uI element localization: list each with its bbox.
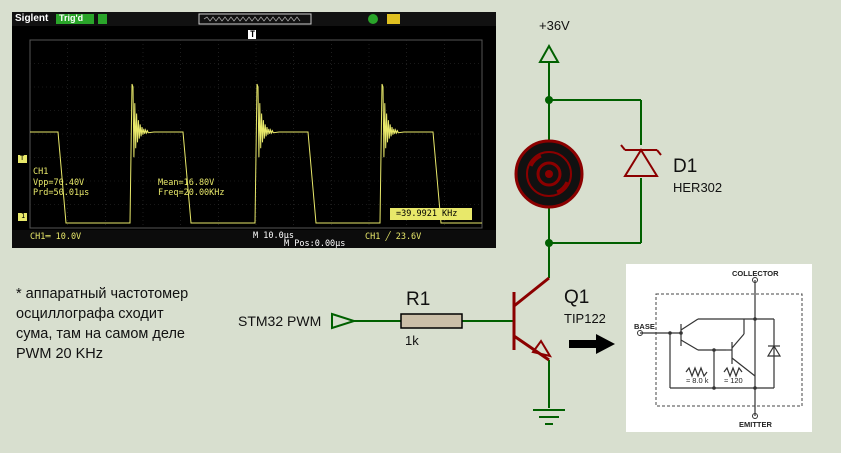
note-line: сума, там на самом деле	[16, 326, 185, 342]
resistor-icon	[400, 313, 463, 329]
ch1-waveform	[30, 83, 482, 224]
channel-marker-label: 1	[21, 212, 26, 220]
scope-brand: Siglent	[15, 13, 49, 24]
channel-scale: CH1═ 10.0V	[30, 232, 82, 242]
diode-reference: D1	[673, 156, 698, 177]
junction-dots	[545, 96, 553, 247]
arrow-right-icon	[569, 334, 615, 354]
trigger-position-marker	[248, 30, 256, 39]
diode-part-number: HER302	[673, 180, 723, 195]
note-line: PWM 20 KHz	[16, 346, 104, 362]
darlington-diagram	[637, 277, 803, 419]
emitter-label: EMITTER	[739, 420, 772, 429]
transistor-part-number: TIP122	[564, 311, 606, 326]
trigger-marker-label: T	[250, 30, 256, 40]
power-arrow-icon	[538, 43, 560, 63]
resistor-value: 1k	[405, 333, 419, 348]
frequency-counter-box	[390, 208, 472, 220]
junction-top	[545, 96, 553, 104]
memory-position-bar	[198, 13, 312, 25]
collector-label: COLLECTOR	[732, 269, 779, 278]
wires	[354, 62, 642, 408]
scope-grid	[30, 40, 482, 228]
level-marker-label: T	[20, 154, 25, 162]
measurement-mean: Mean=16.80V	[158, 178, 215, 188]
base-label: BASE	[634, 322, 655, 331]
oscilloscope-screenshot: Siglent Trig'd T T 1 CH1 Vpp=70.40V Prd=…	[12, 12, 496, 249]
resistor-120-label: ≈ 120	[724, 376, 743, 385]
transistor-reference: Q1	[564, 287, 590, 308]
input-label: STM32 PWM	[238, 313, 322, 329]
trig-mode-icon	[98, 14, 107, 24]
supply-label: +36V	[539, 18, 570, 33]
input-terminal-icon	[331, 312, 358, 330]
note-text: * аппаратный частотомер осциллографа схо…	[16, 284, 241, 364]
frequency-counter-value: =39.9921 KHz	[396, 209, 458, 219]
motor-icon	[514, 139, 584, 209]
trigger-level-readout: CH1 ╱ 23.6V	[365, 232, 422, 242]
trigger-level-marker	[18, 155, 27, 163]
scope-display	[12, 12, 496, 248]
trig-status: Trig'd	[59, 13, 84, 23]
memory-position: M Pos:0.00µs	[284, 239, 346, 249]
memory-waveform-preview	[203, 16, 301, 22]
resistor-reference: R1	[406, 289, 431, 310]
note-line: осциллографа сходит	[16, 306, 164, 322]
resistor-8k-label: ≈ 8.0 k	[686, 376, 709, 385]
scope-status-bar	[12, 230, 496, 248]
transistor-icon	[512, 276, 553, 362]
darlington-internal-schematic: COLLECTOR BASE EMITTER ≈ 8.0 k ≈ 120	[626, 264, 812, 432]
trig-status-bg	[56, 14, 94, 24]
printer-icon	[387, 14, 400, 24]
timebase: M 10.0µs	[253, 231, 294, 241]
note-line: * аппаратный частотомер	[16, 286, 189, 302]
measurement-period: Prd=50.01µs	[33, 188, 90, 198]
measurement-vpp: Vpp=70.40V	[33, 178, 85, 188]
ground-icon	[533, 409, 565, 425]
measurement-channel: CH1	[33, 167, 49, 177]
usb-icon	[368, 14, 378, 24]
diode-icon	[620, 144, 662, 177]
junction-bottom	[545, 239, 553, 247]
channel1-ground-marker	[18, 213, 27, 221]
measurement-frequency: Freq=20.00KHz	[158, 188, 225, 198]
